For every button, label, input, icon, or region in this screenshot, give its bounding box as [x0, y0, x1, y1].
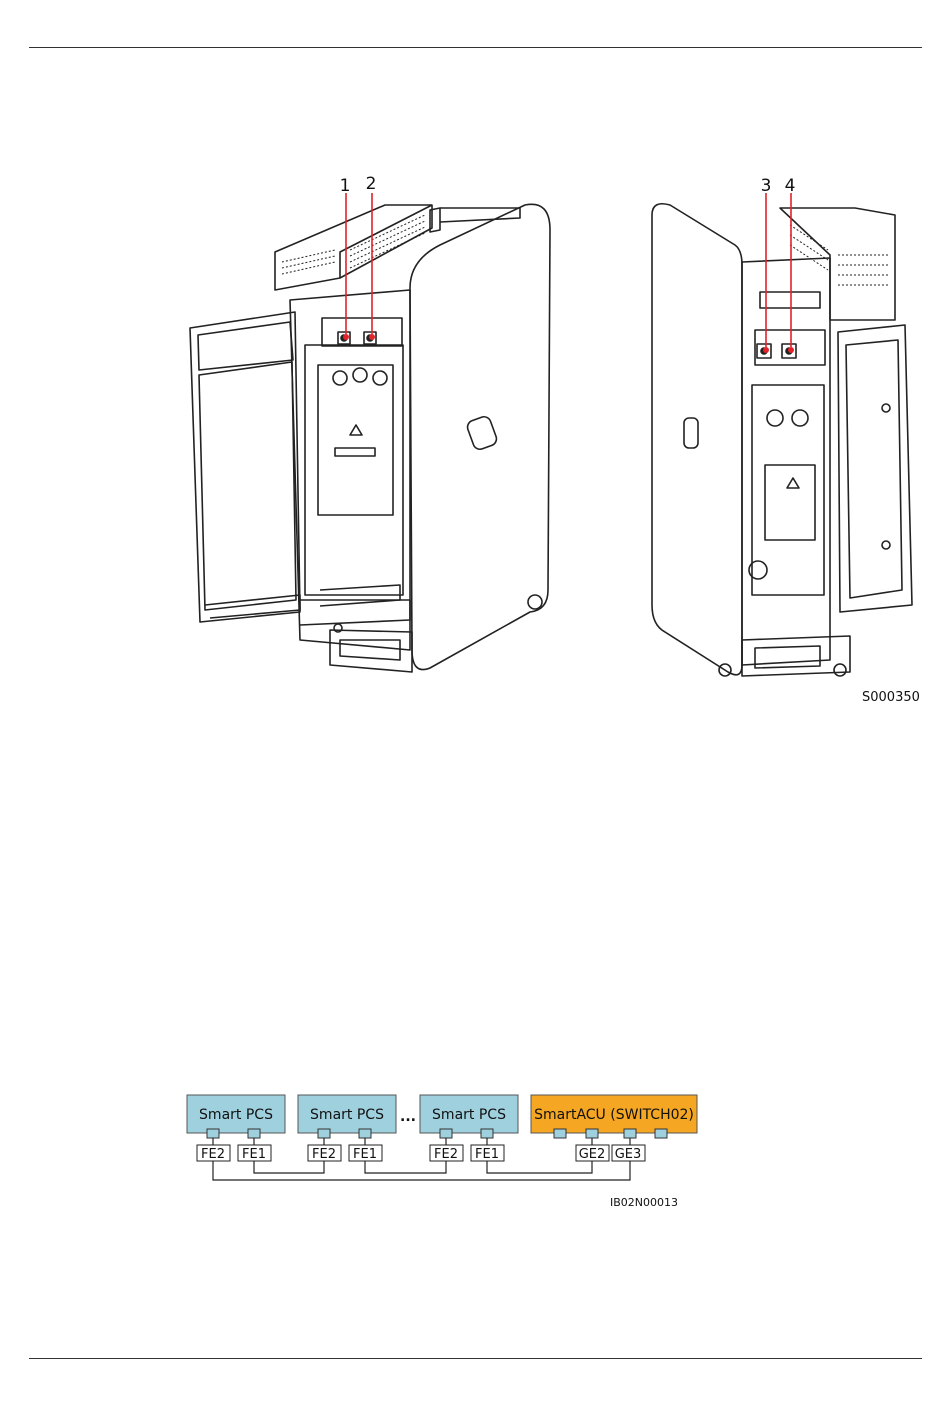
ellipsis: ... [400, 1109, 416, 1125]
port-label: FE2 [434, 1147, 458, 1162]
pcs-label-3: Smart PCS [432, 1107, 506, 1123]
port-label: FE1 [353, 1147, 377, 1162]
smartacu-label: SmartACU (SWITCH02) [534, 1107, 694, 1123]
port-label: FE2 [201, 1147, 225, 1162]
cabling [213, 1138, 630, 1180]
pcs-label-1: Smart PCS [199, 1107, 273, 1123]
port-label: FE1 [475, 1147, 499, 1162]
figure-code: IB02N00013 [610, 1196, 678, 1209]
port-label: FE2 [312, 1147, 336, 1162]
port-label: FE1 [242, 1147, 266, 1162]
port-label: GE3 [615, 1147, 642, 1162]
pcs-label-2: Smart PCS [310, 1107, 384, 1123]
port-label: GE2 [579, 1147, 606, 1162]
